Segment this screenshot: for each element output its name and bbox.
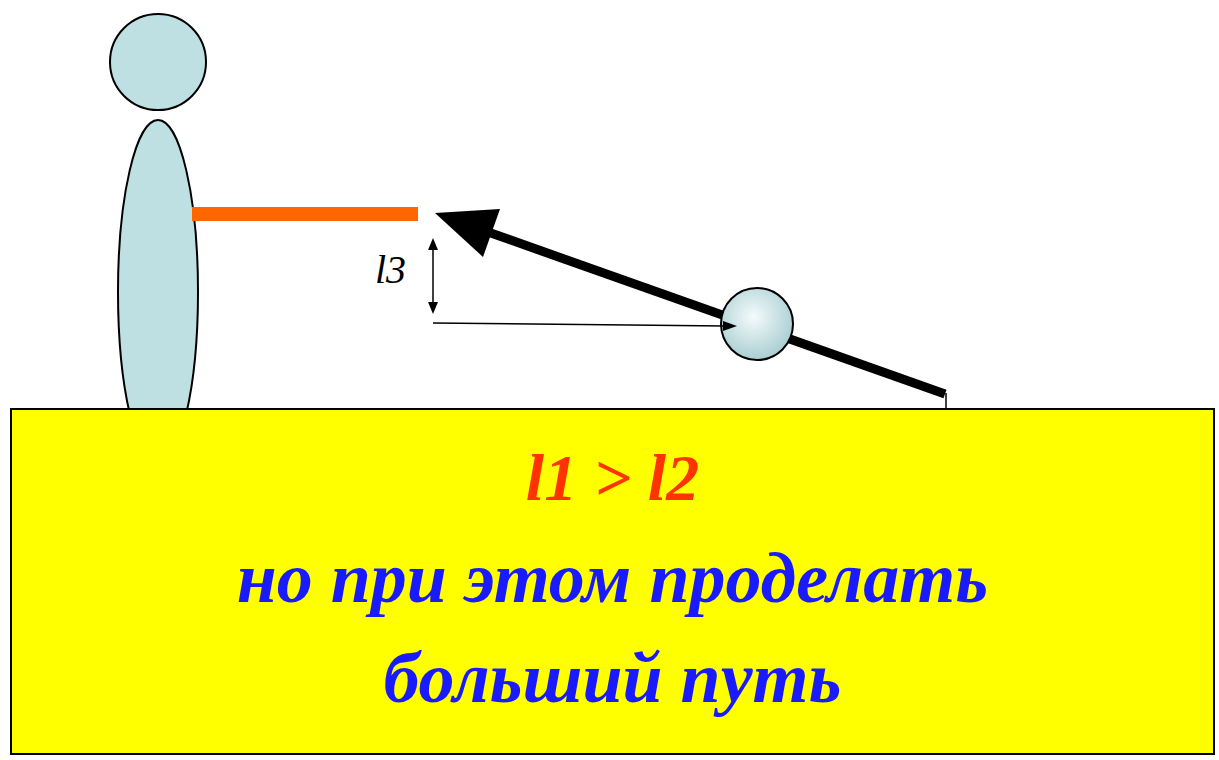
dimension-label: l3 [375,246,406,293]
height-line [433,323,725,326]
note-text: но при этом проделать больший путь [123,528,1103,728]
arrow-head [428,238,438,250]
formula-text: l1 > l2 [526,428,699,528]
dimension-line [432,248,434,304]
incline-arrow [488,232,945,394]
arrow-head [435,209,500,257]
person-head [110,14,206,110]
arrow-head [723,321,737,331]
arrow-head [428,302,438,314]
ball [721,288,793,360]
lever-bar [192,207,418,221]
text-box: l1 > l2но при этом проделать больший пут… [10,408,1215,755]
